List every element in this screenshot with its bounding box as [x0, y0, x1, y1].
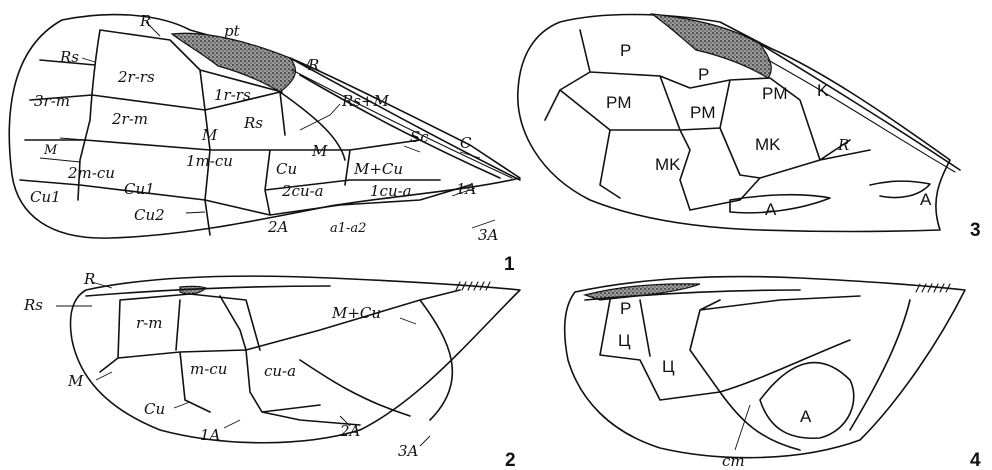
panel-1-label-19: M+Cu: [353, 160, 403, 178]
panel-1-label-4: 2r-rs: [117, 68, 155, 86]
panel-4-label-3: Ц: [662, 357, 675, 376]
panel-1-label-6: Rs+M: [341, 92, 390, 110]
panel-3-label-5: PM: [762, 84, 788, 103]
panel-1-label-20: Cu1: [30, 188, 61, 206]
panel-2-wing-outline: [71, 276, 520, 443]
panel-3-label-3: PM: [606, 93, 632, 112]
panel-2-label-7: cu-a: [264, 362, 296, 380]
panel-3-label-9: R: [837, 136, 849, 154]
panel-1-label-28: 3A: [478, 226, 499, 244]
panel-1-label-14: M: [201, 126, 218, 144]
panel-3-label-10: A: [765, 200, 777, 219]
panel-2-label-11: 3A: [398, 442, 419, 460]
panel-1-label-1: R: [139, 12, 151, 30]
panel-1-label-26: 2A: [267, 218, 289, 236]
panel-2-hindwing-veins: R Rs r-m M+Cu m-cu M cu-a Cu 1A 2A 3A 2: [23, 270, 520, 470]
panel-1-number: 1: [504, 254, 515, 275]
panel-3-stigma: [652, 14, 771, 78]
panel-1-label-11: Sc: [410, 128, 429, 146]
panel-3-costal-vein: [760, 44, 960, 170]
panel-1-label-5: R: [307, 56, 319, 74]
panel-1-label-24: 1A: [456, 180, 477, 198]
panel-4-number: 4: [970, 450, 981, 470]
panel-4-veins: [585, 290, 910, 450]
panel-1-costal-vein: [290, 58, 520, 180]
panel-2-number: 2: [505, 450, 516, 470]
panel-1-label-13: M: [43, 143, 58, 158]
panel-2-label-8: Cu: [144, 400, 165, 418]
panel-1-label-9: 2r-m: [111, 110, 148, 128]
panel-1-label-21: Cu1: [124, 180, 155, 198]
panel-3-label-1: P: [620, 41, 631, 60]
panel-1-label-25: Cu2: [134, 206, 165, 224]
panel-1-label-12: C: [460, 134, 472, 152]
panel-3-label-2: P: [698, 65, 709, 84]
panel-2-veins: [86, 286, 460, 425]
panel-4-hindwing-cells: P Ц Ц A cm 4: [565, 277, 981, 470]
panel-4-label-1: P: [620, 299, 631, 318]
panel-1-label-16: 2m-cu: [67, 164, 115, 182]
panel-2-label-2: Rs: [23, 296, 43, 314]
panel-4-label-2: Ц: [618, 331, 631, 350]
panel-1-stigma: [172, 33, 295, 92]
panel-2-label-1: R: [83, 270, 95, 288]
panel-3-label-4: PM: [690, 103, 716, 122]
panel-1-label-15: M: [311, 142, 328, 160]
panel-3-label-11: A: [920, 190, 932, 209]
panel-2-label-4: M+Cu: [331, 304, 381, 322]
panel-1-label-2: pt: [224, 22, 241, 40]
panel-4-label-4: A: [800, 407, 812, 426]
panel-1-label-27: a1-a2: [330, 221, 366, 236]
panel-4-label-5: cm: [722, 452, 745, 470]
panel-3-radial-vein: [768, 60, 955, 172]
panel-3-label-7: MK: [655, 155, 681, 174]
panel-3-forewing-cells: P P PM PM PM K MK MK R A A 3: [518, 14, 981, 241]
panel-2-label-5: m-cu: [190, 360, 227, 378]
panel-3-number: 3: [970, 220, 981, 241]
panel-4-leader-line-cm: [735, 405, 750, 450]
panel-1-label-23: 1cu-a: [370, 182, 412, 200]
panel-1-label-22: 2cu-a: [281, 182, 324, 200]
panel-1-forewing-veins: R pt Rs 2r-rs R Rs+M 1r-rs 3r-m 2r-m Rs …: [9, 12, 520, 275]
panel-1-label-8: 3r-m: [34, 92, 70, 110]
panel-3-label-6: K: [817, 81, 829, 100]
panel-2-label-10: 2A: [339, 422, 361, 440]
panel-1-label-18: Cu: [276, 160, 297, 178]
panel-2-label-6: M: [67, 372, 84, 390]
panel-1-label-3: Rs: [59, 48, 79, 66]
panel-1-label-17: 1m-cu: [186, 152, 233, 170]
panel-2-label-3: r-m: [136, 314, 162, 332]
panel-3-label-8: MK: [755, 135, 781, 154]
panel-1-label-10: Rs: [243, 114, 263, 132]
panel-2-label-9: 1A: [200, 426, 221, 444]
panel-1-label-7: 1r-rs: [214, 86, 251, 104]
